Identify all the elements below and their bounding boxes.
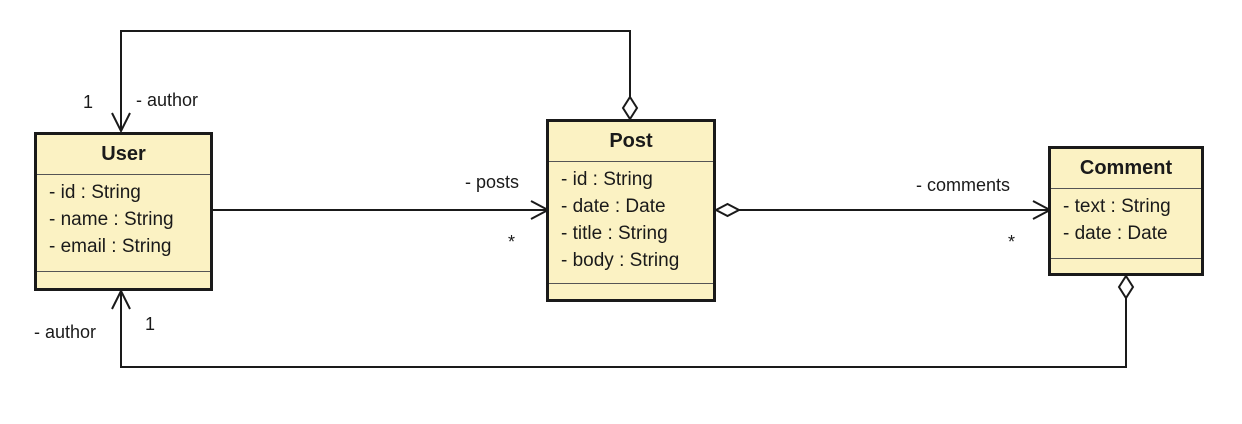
post-author-multiplicity: 1 xyxy=(83,92,94,112)
comment-attributes: - text : String - date : Date xyxy=(1051,189,1201,259)
comment-class[interactable]: Comment - text : String - date : Date xyxy=(1048,146,1204,276)
user-attributes: - id : String - name : String - email : … xyxy=(37,175,210,272)
post-attribute-id: - id : String xyxy=(561,169,653,190)
user-class-name: User xyxy=(37,135,210,175)
comment-class-name: Comment xyxy=(1051,149,1201,189)
aggregation-diamond-post-author xyxy=(621,95,639,121)
comment-author-role: - author xyxy=(34,322,97,342)
user-attribute-id: - id : String xyxy=(49,182,141,203)
arrowhead-post-author xyxy=(111,112,131,134)
user-posts-multiplicity: * xyxy=(508,232,516,252)
aggregation-diamond-post-comments xyxy=(713,202,742,218)
post-comments-multiplicity: * xyxy=(1008,232,1016,252)
user-attribute-name: - name : String xyxy=(49,209,174,230)
user-attribute-email: - email : String xyxy=(49,236,172,257)
association-comment-author-line xyxy=(120,292,1127,368)
post-attribute-title: - title : String xyxy=(561,223,668,244)
user-posts-role: - posts xyxy=(465,172,520,192)
post-attribute-body: - body : String xyxy=(561,250,680,271)
aggregation-diamond-comment-author xyxy=(1117,274,1135,300)
comment-author-multiplicity: 1 xyxy=(145,314,156,334)
post-class[interactable]: Post - id : String - date : Date - title… xyxy=(546,119,716,302)
post-attribute-date: - date : Date xyxy=(561,196,666,217)
post-attributes: - id : String - date : Date - title : St… xyxy=(549,162,713,284)
post-class-name: Post xyxy=(549,122,713,162)
arrowhead-comment-author xyxy=(111,288,131,310)
post-comments-role: - comments xyxy=(916,175,1011,195)
comment-attribute-date: - date : Date xyxy=(1063,223,1168,244)
user-class[interactable]: User - id : String - name : String - ema… xyxy=(34,132,213,291)
association-post-author-line xyxy=(120,30,631,130)
comment-attribute-text: - text : String xyxy=(1063,196,1171,217)
post-author-role: - author xyxy=(136,90,199,110)
